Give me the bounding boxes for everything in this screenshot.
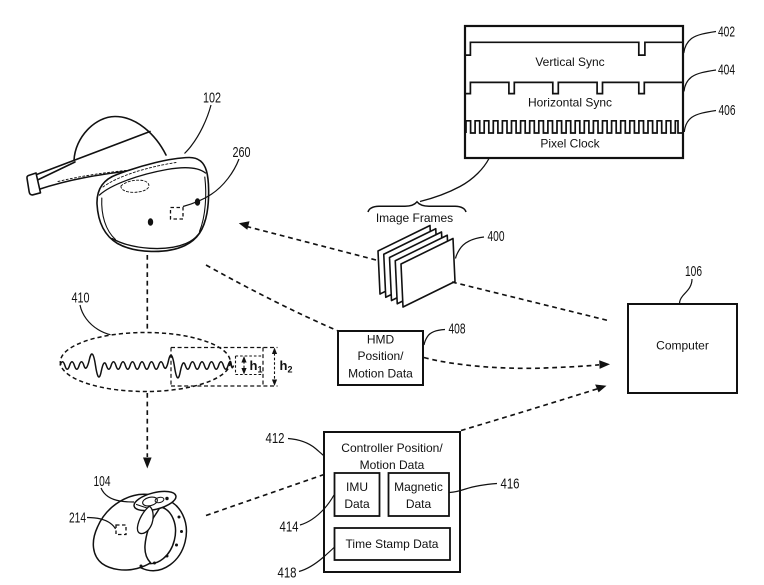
svg-text:Computer: Computer xyxy=(656,339,709,353)
svg-text:Vertical Sync: Vertical Sync xyxy=(535,55,604,69)
svg-text:400: 400 xyxy=(488,228,505,245)
svg-text:412: 412 xyxy=(266,430,285,447)
svg-text:Image Frames: Image Frames xyxy=(376,211,453,225)
svg-text:Data: Data xyxy=(406,497,432,511)
svg-text:Pixel Clock: Pixel Clock xyxy=(540,137,600,151)
svg-text:106: 106 xyxy=(685,263,702,280)
svg-text:102: 102 xyxy=(203,90,221,107)
svg-text:404: 404 xyxy=(718,62,735,79)
svg-text:214: 214 xyxy=(69,510,86,527)
svg-text:Position/: Position/ xyxy=(357,349,404,363)
svg-text:260: 260 xyxy=(233,144,251,161)
svg-text:406: 406 xyxy=(719,102,736,119)
svg-text:104: 104 xyxy=(94,473,111,490)
svg-text:Controller Position/: Controller Position/ xyxy=(341,441,443,455)
svg-text:Magnetic: Magnetic xyxy=(394,480,443,494)
svg-text:416: 416 xyxy=(501,476,520,493)
svg-text:408: 408 xyxy=(449,321,466,338)
svg-text:HMD: HMD xyxy=(367,333,395,347)
svg-text:Time Stamp Data: Time Stamp Data xyxy=(346,537,439,551)
svg-text:402: 402 xyxy=(718,23,735,40)
svg-text:Motion Data: Motion Data xyxy=(360,458,425,472)
svg-text:Data: Data xyxy=(344,497,370,511)
svg-text:Motion Data: Motion Data xyxy=(348,367,413,381)
svg-text:418: 418 xyxy=(278,565,297,582)
svg-text:IMU: IMU xyxy=(346,480,368,494)
svg-text:414: 414 xyxy=(280,519,299,536)
svg-text:Horizontal Sync: Horizontal Sync xyxy=(528,96,612,110)
svg-text:410: 410 xyxy=(72,290,90,307)
